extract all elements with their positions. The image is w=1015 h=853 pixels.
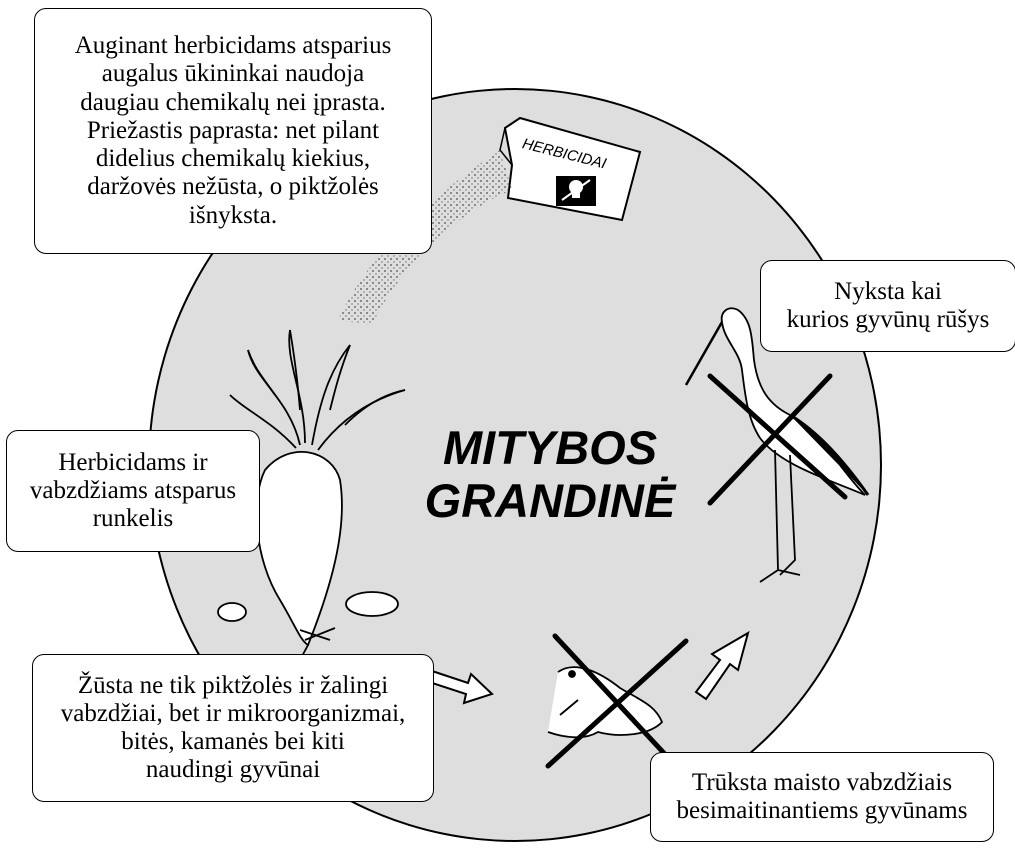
diagram-title: MITYBOS GRANDINĖ <box>400 422 700 527</box>
herbicide-bag-icon: HERBICIDAI <box>500 118 640 220</box>
skull-crossbones-icon <box>556 176 596 206</box>
species-decline-note: Nyksta kai kurios gyvūnų rūšys <box>760 260 1015 352</box>
outline-arrow-icon <box>696 633 748 699</box>
resistant-beet-note: Herbicidams ir vabzdžiams atsparus runke… <box>6 430 260 552</box>
herbicide-usage-note: Auginant herbicidams atsparius augalus ū… <box>34 8 432 254</box>
beneficial-organisms-note: Žūsta ne tik piktžolės ir žalingi vabzdž… <box>32 654 434 802</box>
outline-arrow-icon <box>429 671 492 703</box>
food-shortage-note: Trūksta maisto vabzdžiais besimaitinanti… <box>650 752 994 842</box>
cross-out-icon <box>710 376 845 503</box>
